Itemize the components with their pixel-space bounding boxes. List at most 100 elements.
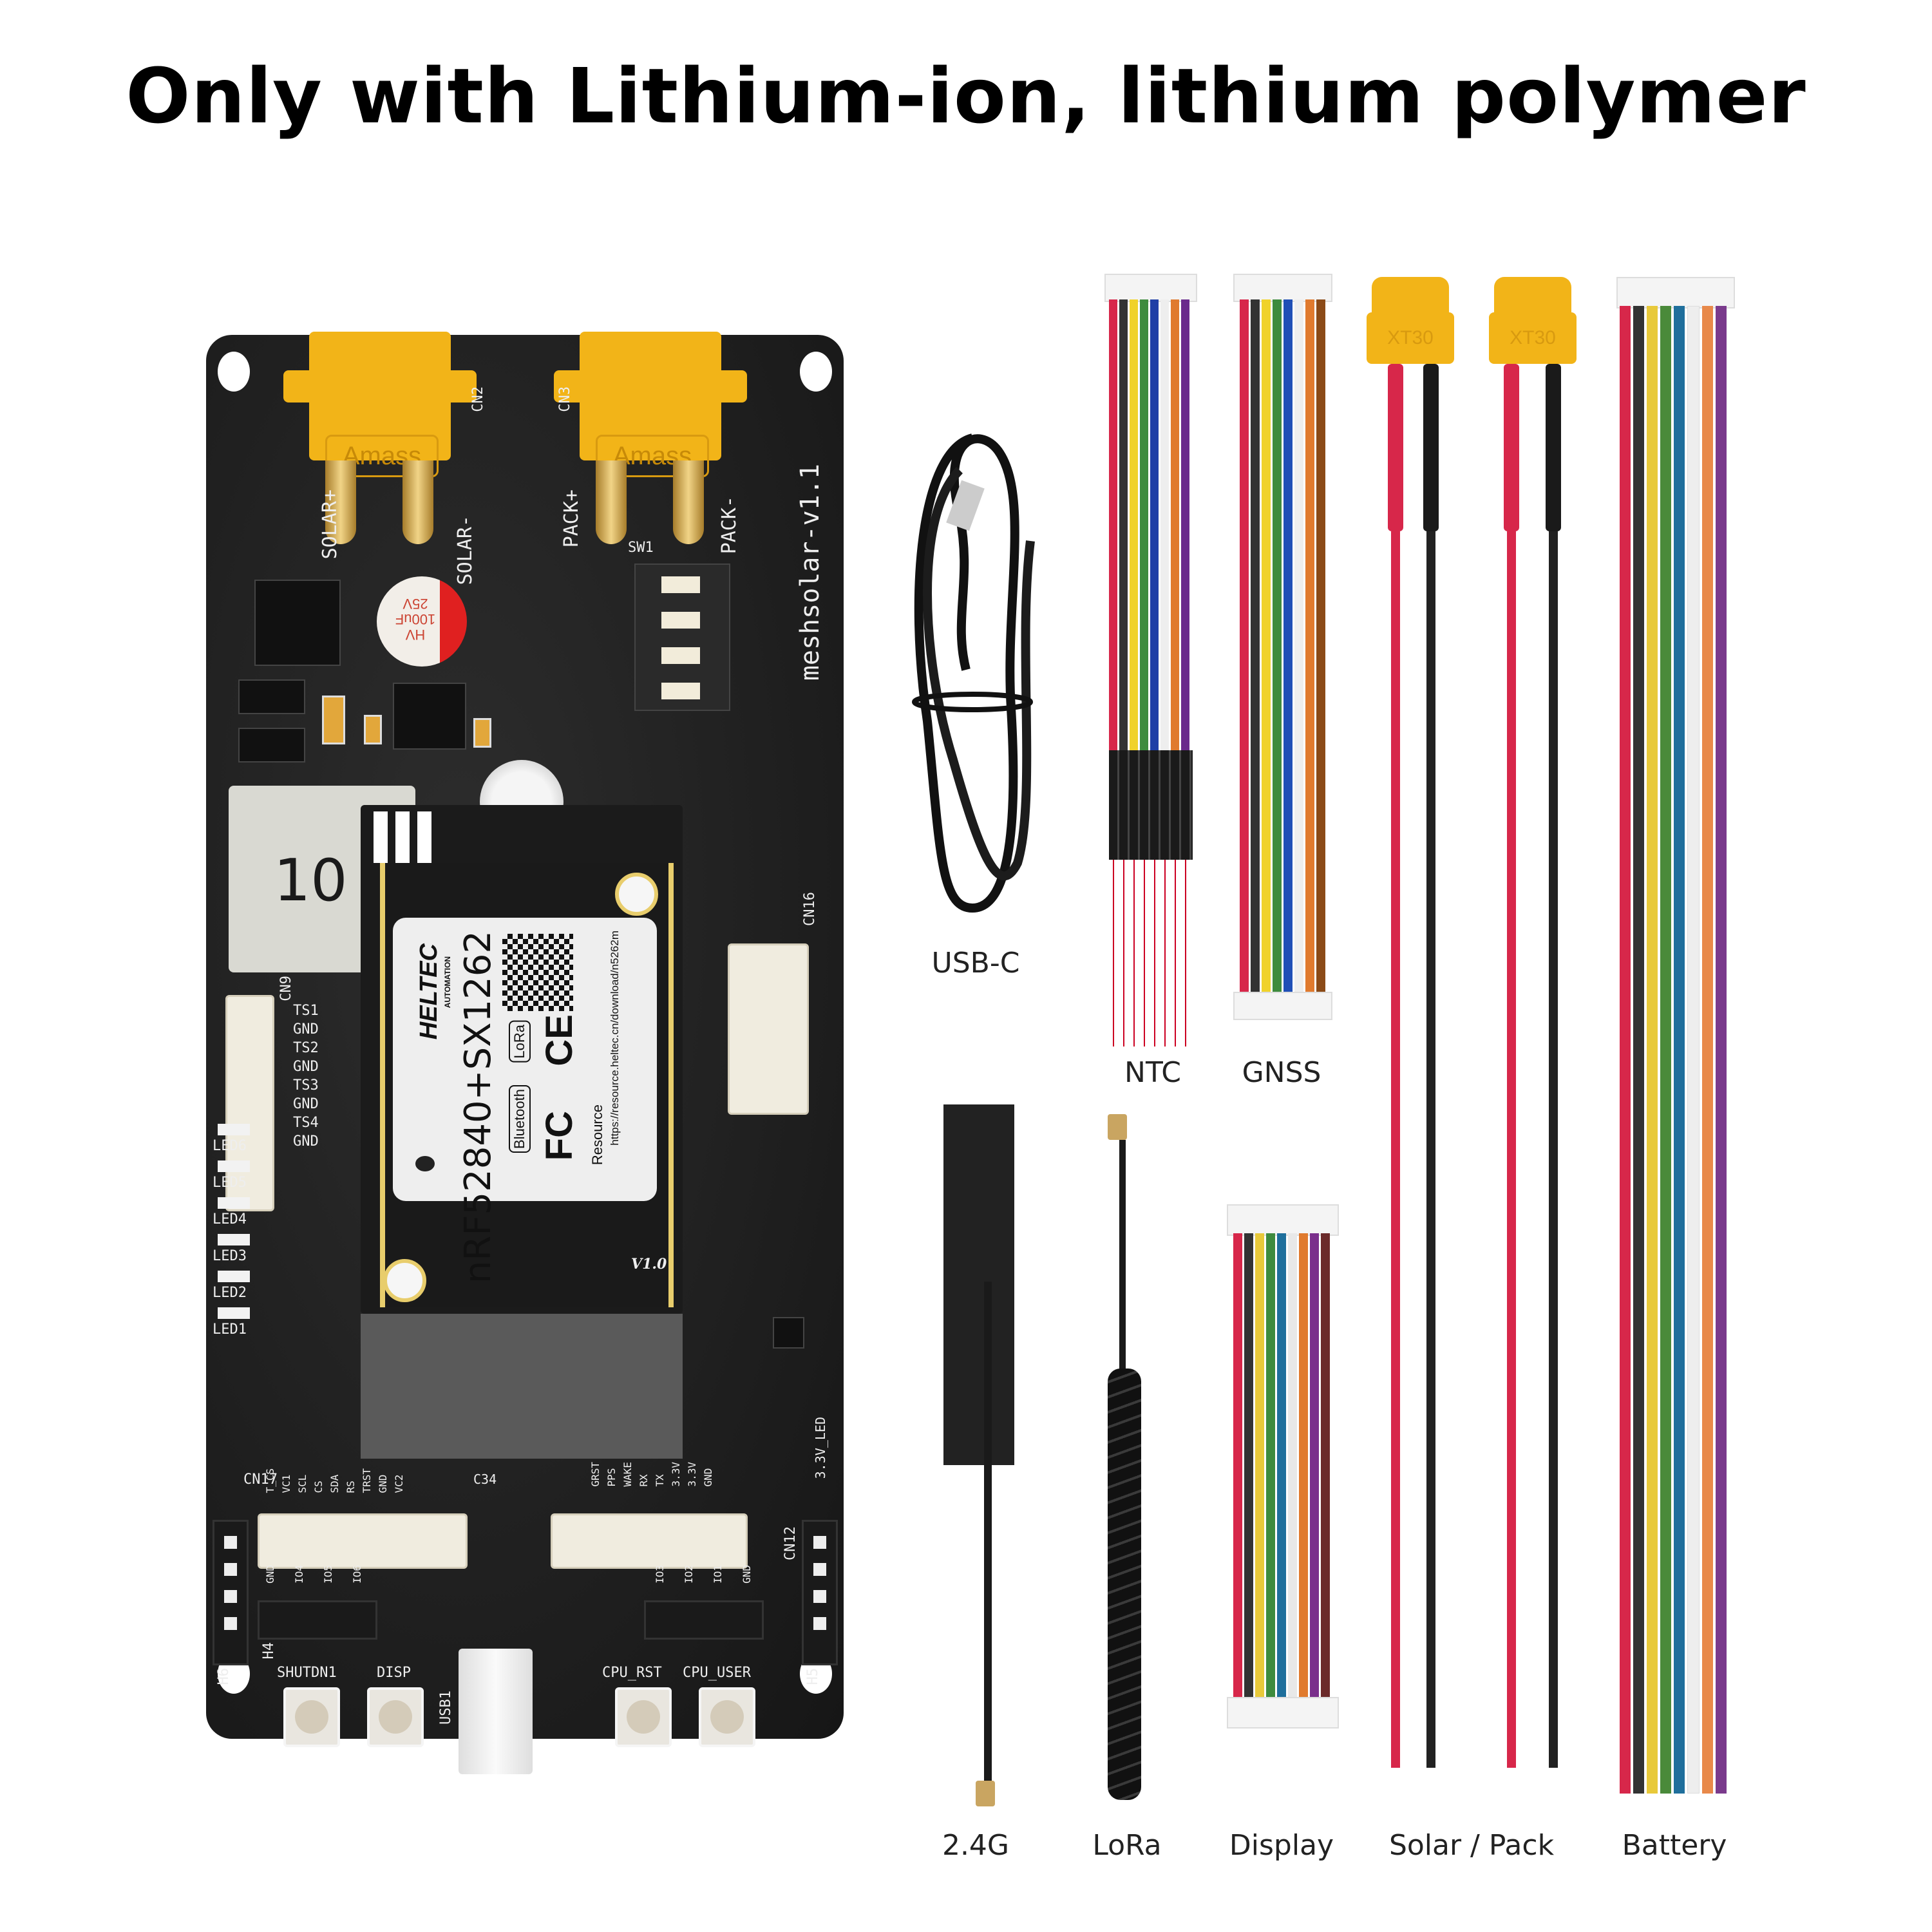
usb1-ref: USB1 [438, 1690, 454, 1725]
lora-antenna-label: LoRa [1092, 1829, 1162, 1862]
ce-mark-icon: CE [538, 1014, 580, 1066]
gold-pin [673, 460, 704, 544]
cn3-ref: CN3 [557, 386, 573, 412]
module-version: V1.0 [631, 1256, 667, 1273]
sw1-ref: SW1 [628, 540, 654, 556]
resource-url[interactable]: https://resource.heltec.cn/download/n526… [609, 931, 621, 1146]
diode-d2 [238, 728, 305, 762]
ntc-connector-cn9[interactable] [225, 995, 274, 1211]
fcc-mark-icon: FC [538, 1111, 580, 1161]
usb-c-port[interactable] [459, 1649, 533, 1774]
capacitor-c4 [322, 696, 345, 744]
capacitor-c3 [364, 715, 382, 744]
xt30-solar-body: XT30 [1367, 312, 1454, 364]
connector-body [580, 332, 721, 460]
module-pads [374, 811, 438, 863]
ufl-plug-icon [976, 1781, 995, 1806]
ufl-connector-24g[interactable] [615, 873, 658, 916]
gnss-cable-plug-bottom [1233, 992, 1332, 1020]
cpu-user-button[interactable] [699, 1687, 755, 1747]
antenna-24g-label: 2.4G [942, 1829, 1010, 1862]
shutdown-label: SHUTDN1 [277, 1665, 337, 1681]
gnss-cable-plug-top [1233, 274, 1332, 302]
battery-wires [1620, 306, 1729, 1794]
module-label: HELTEC AUTOMATION nRF52840+SX1262 LoRa B… [393, 918, 657, 1283]
header-cn12[interactable] [802, 1520, 838, 1665]
led-icon [218, 1234, 250, 1245]
xt30-pack-top [1494, 277, 1571, 316]
ufl-plug-icon [1108, 1114, 1127, 1140]
header-h3[interactable] [644, 1600, 764, 1640]
connector-cn16[interactable] [728, 943, 809, 1115]
led-icon [218, 1160, 250, 1172]
ntc-label: NTC [1124, 1056, 1181, 1089]
cn16-ref: CN16 [802, 892, 818, 926]
solar-plus-label: SOLAR+ [319, 489, 341, 560]
diode-d1 [238, 679, 305, 714]
battery-label: Battery [1622, 1829, 1727, 1862]
xt30-solar-top [1372, 277, 1449, 316]
display-connector[interactable] [258, 1513, 468, 1569]
inductor-marking: 10 [274, 847, 348, 914]
dip-toggle-1[interactable] [661, 576, 700, 593]
battery-cable-plug [1616, 277, 1735, 308]
dip-toggle-3[interactable] [661, 647, 700, 664]
h5-ref: H5 [805, 1668, 821, 1685]
capacitor-c5 [473, 718, 491, 748]
pack-minus-label: PACK- [718, 496, 741, 554]
cpu-user-label: CPU_USER [683, 1665, 751, 1681]
dip-switch[interactable] [634, 564, 730, 711]
cpu-reset-button[interactable] [615, 1687, 672, 1747]
disp-label: DISP [377, 1665, 411, 1681]
dip-toggle-4[interactable] [661, 683, 700, 699]
gnss-connector[interactable] [551, 1513, 748, 1569]
heatshrink-red [1504, 364, 1519, 531]
gold-pin [325, 460, 356, 544]
xt30-pack-body: XT30 [1489, 312, 1577, 364]
heatshrink-black [1423, 364, 1439, 531]
disp-button[interactable] [367, 1687, 424, 1747]
qr-code-icon[interactable] [502, 934, 573, 1011]
ntc-wires [1109, 299, 1193, 750]
heatshrink-black [1546, 364, 1561, 531]
lora-badge: LoRa [509, 1021, 531, 1063]
heltec-module: HELTEC AUTOMATION nRF52840+SX1262 LoRa B… [361, 805, 683, 1314]
dip-toggle-2[interactable] [661, 612, 700, 629]
cn12-ref: CN12 [782, 1526, 799, 1560]
cn9-ref: CN9 [278, 976, 294, 1001]
ic-u2 [393, 683, 466, 750]
lora-antenna-coil [1108, 1368, 1141, 1800]
usb-c-cable-icon [912, 433, 1035, 913]
header-h4[interactable] [258, 1600, 377, 1640]
ufl-connector-lora[interactable] [383, 1259, 426, 1302]
solar-xt-connector[interactable]: Amass [283, 332, 477, 544]
gnss-label: GNSS [1242, 1056, 1321, 1089]
led-icon [218, 1124, 250, 1135]
mounting-hole [800, 352, 832, 392]
display-wires [1233, 1233, 1333, 1697]
gold-pin [596, 460, 627, 544]
solar-pack-label: Solar / Pack [1388, 1829, 1555, 1862]
gold-pin [402, 460, 433, 544]
display-cable-label: Display [1229, 1829, 1334, 1862]
bluetooth-badge: Bluetooth [509, 1085, 531, 1153]
connector-body [309, 332, 451, 460]
m2-slot [361, 1314, 683, 1459]
led-3v3-label: 3.3V_LED [813, 1417, 828, 1479]
pack-xt-connector[interactable]: Amass [554, 332, 747, 544]
resource-label: Resource [589, 1104, 605, 1166]
ntc-heatshrink [1109, 750, 1193, 860]
solar-wire-red [1391, 531, 1400, 1768]
shutdown-button[interactable] [283, 1687, 340, 1747]
pack-wire-red [1507, 531, 1516, 1768]
cpu-rst-label: CPU_RST [602, 1665, 662, 1681]
solar-wire-black [1426, 531, 1435, 1768]
display-cable-plug-top [1227, 1204, 1339, 1236]
header-h6[interactable] [213, 1520, 249, 1665]
